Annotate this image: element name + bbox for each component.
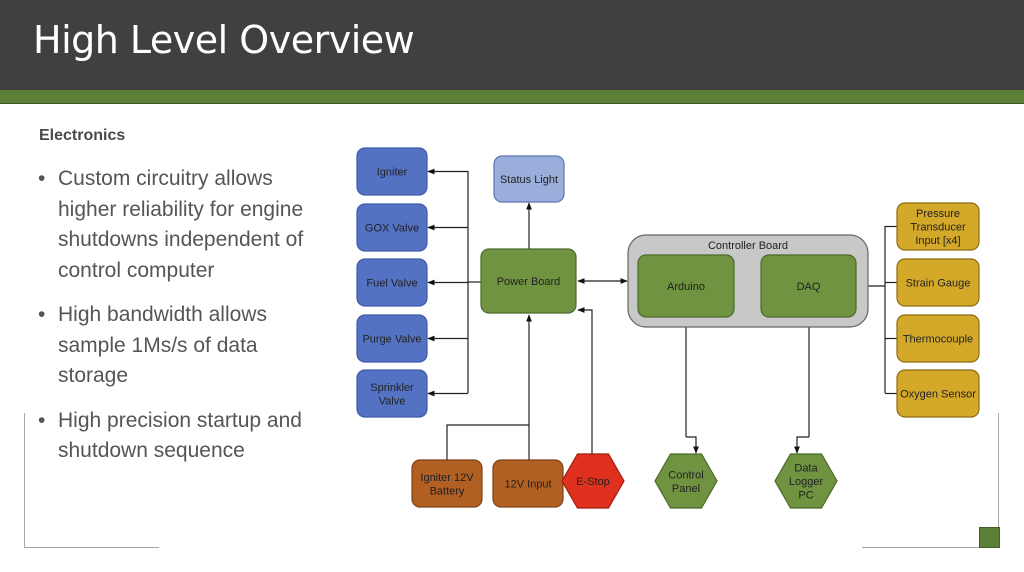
power-source-12v-input: 12V Input [492, 459, 564, 508]
node-label: Battery [430, 485, 465, 497]
node-label: Logger [789, 476, 824, 488]
node-label: Strain Gauge [906, 278, 971, 290]
data-logger-pc-shape [774, 453, 838, 509]
decor-square [979, 527, 1000, 548]
node-label: Purge Valve [362, 334, 421, 346]
sensor-oxygen-sensor-shape [896, 369, 980, 418]
node-label: Transducer [910, 222, 966, 234]
actuator-igniter-shape [356, 147, 428, 196]
node-label: Arduino [667, 281, 705, 293]
sensor-pressure-transducer-shape [896, 202, 980, 251]
arduino-shape [637, 254, 735, 318]
node-label: Oxygen Sensor [900, 389, 976, 401]
status-light: Status Light [493, 155, 565, 203]
node-label: Igniter 12V [420, 472, 474, 484]
sensor-oxygen-sensor: Oxygen Sensor [896, 369, 980, 418]
actuator-fuel-valve: Fuel Valve [356, 258, 428, 307]
estop: E-Stop [561, 453, 625, 509]
status-light-shape [493, 155, 565, 203]
power-board-shape [480, 248, 577, 314]
node-label: 12V Input [504, 479, 551, 491]
node-label: Data [794, 463, 818, 475]
sensor-strain-gauge: Strain Gauge [896, 258, 980, 307]
decor-line-left-horizontal [24, 547, 159, 548]
decor-line-left-vertical [24, 413, 25, 547]
section-heading: Electronics [39, 127, 126, 144]
node-label: Status Light [500, 174, 558, 186]
bullet-item: •Custom circuitry allows higher reliabil… [38, 164, 328, 286]
actuator-igniter: Igniter [356, 147, 428, 196]
node-label: Valve [379, 395, 406, 407]
connector-line [794, 436, 809, 454]
sensor-thermocouple-shape [896, 314, 980, 363]
node-label: DAQ [797, 281, 821, 293]
node-label: Input [x4] [915, 235, 960, 247]
actuator-sprinkler-valve-shape [356, 369, 428, 418]
actuator-gox-valve-shape [356, 203, 428, 252]
arduino: Arduino [637, 254, 735, 318]
connector-line [686, 436, 699, 454]
actuator-purge-valve: Purge Valve [356, 314, 428, 363]
title-bar: High Level Overview [0, 0, 1024, 90]
connector-line [577, 307, 593, 454]
node-label: PC [798, 490, 813, 502]
decor-line-right-horizontal [862, 547, 999, 548]
power-source-igniter-battery-shape [411, 459, 483, 508]
bullet-icon: • [38, 167, 46, 190]
bullet-list: •Custom circuitry allows higher reliabil… [38, 164, 328, 481]
connections [427, 168, 897, 460]
node-label: Thermocouple [903, 334, 973, 346]
node-label: Igniter [377, 167, 408, 179]
sensor-thermocouple: Thermocouple [896, 314, 980, 363]
node-label: E-Stop [576, 476, 610, 488]
node-label: Control [668, 469, 703, 481]
decor-line-right-vertical [998, 413, 999, 547]
estop-shape [561, 453, 625, 509]
node-label: Panel [672, 483, 700, 495]
node-label: GOX Valve [365, 223, 419, 235]
actuator-gox-valve: GOX Valve [356, 203, 428, 252]
node-label: Power Board [497, 276, 561, 288]
accent-bar [0, 90, 1024, 104]
node-label: Pressure [916, 208, 960, 220]
bullet-icon: • [38, 303, 46, 326]
connector-line [446, 424, 529, 460]
bullet-item: •High bandwidth allows sample 1Ms/s of d… [38, 300, 328, 392]
daq: DAQ [760, 254, 857, 318]
actuator-purge-valve-shape [356, 314, 428, 363]
node-label: Fuel Valve [366, 278, 417, 290]
actuator-fuel-valve-shape [356, 258, 428, 307]
daq-shape [760, 254, 857, 318]
bullet-item: • High precision startup and shutdown se… [38, 406, 328, 467]
power-board: Power Board [480, 248, 577, 314]
node-label: Sprinkler [370, 382, 414, 394]
slide-title: High Level Overview [33, 18, 415, 62]
bullet-icon: • [38, 408, 46, 432]
controller-board-label: Controller Board [708, 240, 788, 252]
sensor-strain-gauge-shape [896, 258, 980, 307]
control-panel-shape [654, 453, 718, 509]
